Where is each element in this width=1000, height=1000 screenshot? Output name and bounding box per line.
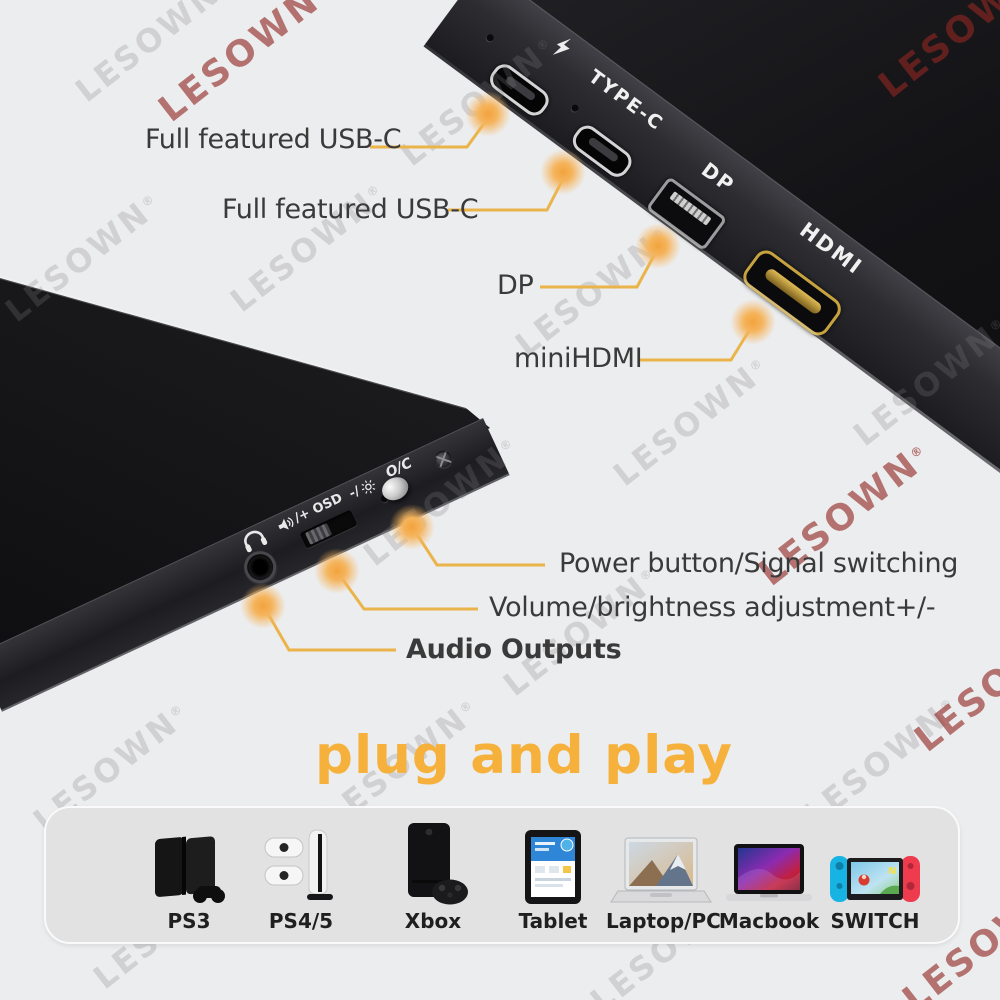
sun-icon	[361, 479, 376, 494]
device-macbook: Macbook	[714, 820, 824, 933]
headphone-icon	[244, 530, 268, 553]
lesown-watermark: LESOWN®	[508, 224, 670, 364]
monitor-side-bezel: TYPE-C DP HDMI	[423, 0, 1000, 731]
compatible-devices-strip: PS3 PS4/5	[44, 806, 960, 944]
svg-text:N: N	[888, 866, 896, 877]
tablet-icon	[498, 820, 608, 906]
switch-icon: N	[820, 820, 930, 906]
osd-print: /+ OSD	[275, 491, 345, 534]
label-dp: DP	[497, 270, 534, 301]
ps45-icon	[246, 820, 356, 906]
monitor-bottom-band: /+ OSD -/ O/C	[0, 418, 510, 712]
device-label: PS4/5	[268, 909, 334, 933]
usbc-port-2	[568, 120, 637, 182]
label-usbc-1: Full featured USB-C	[145, 124, 402, 155]
label-usbc-2: Full featured USB-C	[222, 194, 479, 225]
label-audio: Audio Outputs	[406, 634, 622, 665]
usbc-port-1	[485, 59, 554, 121]
device-label: Macbook	[718, 909, 820, 933]
ps3-icon	[134, 820, 244, 906]
speaker-icon	[278, 516, 294, 530]
label-power: Power button/Signal switching	[559, 548, 959, 579]
page-title: plug and play	[315, 725, 733, 786]
lightning-icon	[552, 38, 572, 55]
device-laptop: Laptop/PC	[606, 820, 721, 933]
device-tablet: Tablet	[498, 820, 608, 933]
audio-jack	[238, 545, 282, 589]
callout-dot-minihdmi	[730, 299, 776, 345]
device-ps45: PS4/5	[246, 820, 356, 933]
device-ps3: PS3	[134, 820, 244, 933]
label-minihdmi: miniHDMI	[514, 343, 643, 374]
screw-icon	[431, 447, 455, 471]
bezel-hole	[485, 32, 496, 43]
monitor-top-edge: TYPE-C DP HDMI	[423, 0, 1000, 731]
laptop-icon	[606, 820, 716, 906]
lesown-watermark: LESOWN®	[907, 609, 1000, 761]
bezel-hole	[570, 103, 580, 113]
label-volume: Volume/brightness adjustment+/-	[489, 592, 936, 623]
device-xbox: Xbox	[378, 820, 488, 933]
macbook-icon	[714, 820, 824, 906]
lesown-watermark: LESOWN®	[68, 0, 228, 110]
brightness-print: -/	[347, 477, 378, 502]
lesown-watermark: LESOWN®	[151, 0, 328, 131]
device-label: SWITCH	[830, 909, 920, 933]
lesown-watermark: LESOWN®	[496, 564, 658, 704]
device-label: Xbox	[404, 909, 462, 933]
device-label: PS3	[167, 909, 211, 933]
xbox-icon	[378, 820, 488, 906]
device-label: Tablet	[518, 909, 588, 933]
device-label: Laptop/PC	[606, 909, 721, 933]
device-switch: N SWITCH	[820, 820, 930, 933]
